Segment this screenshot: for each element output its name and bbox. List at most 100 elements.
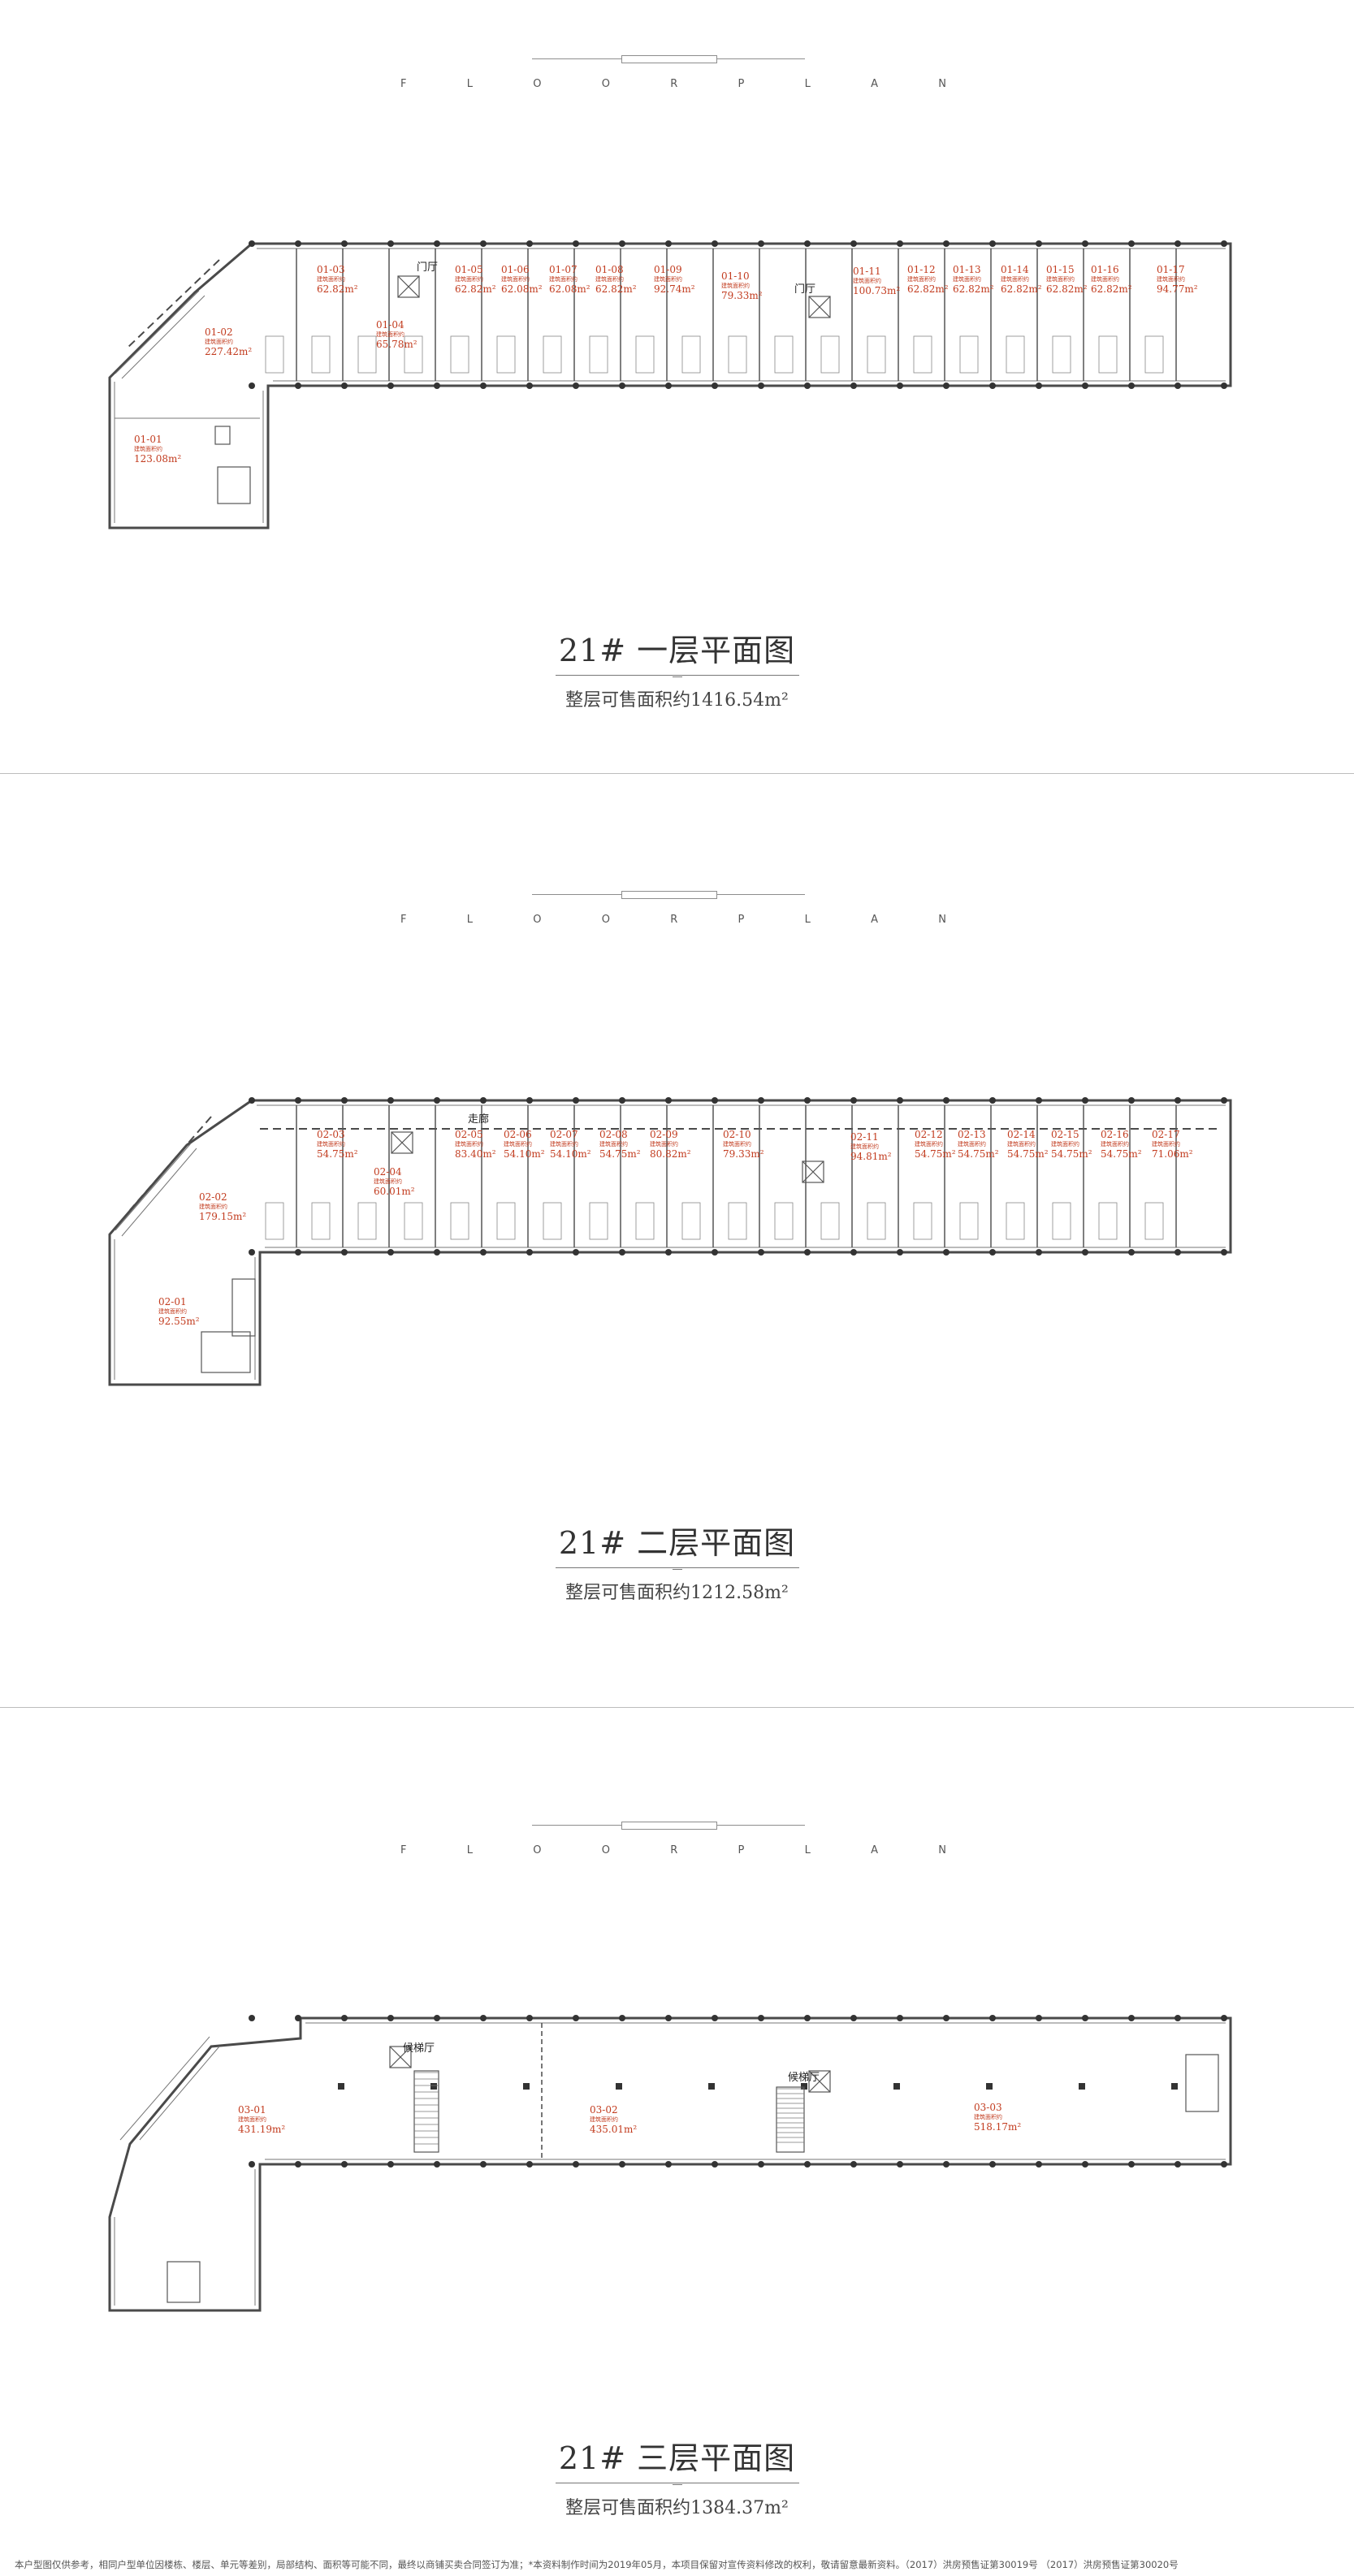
column-marker (1082, 2015, 1088, 2021)
stair-symbol (1006, 335, 1025, 374)
column-marker (804, 1249, 811, 1256)
caption-rule (555, 675, 799, 677)
stair-symbol (589, 1202, 608, 1240)
column-marker (1221, 240, 1227, 247)
column-marker (480, 240, 487, 247)
stair-symbol (1098, 1202, 1118, 1240)
column-marker (989, 2161, 996, 2168)
column-marker (897, 240, 903, 247)
column-marker (619, 383, 625, 389)
column-marker (619, 240, 625, 247)
header-letter: L (466, 1844, 473, 1856)
stair-symbol (728, 335, 747, 374)
column-marker (1174, 383, 1181, 389)
column-marker (1082, 383, 1088, 389)
column-marker (526, 2161, 533, 2168)
column-marker (295, 383, 301, 389)
stair-symbol (450, 1202, 469, 1240)
column-marker (1036, 383, 1042, 389)
stair-symbol (543, 335, 562, 374)
stair-symbol (404, 1202, 423, 1240)
header-letter: L (466, 78, 473, 90)
column-marker (1079, 2083, 1085, 2090)
header-letter: O (533, 914, 542, 926)
column-marker (989, 1249, 996, 1256)
floor-3-subtitle: 整层可售面积约1384.37m² (565, 2498, 789, 2518)
stair-symbol (820, 1202, 840, 1240)
column-marker (712, 1249, 718, 1256)
column-marker (480, 1097, 487, 1104)
column-marker (526, 240, 533, 247)
header-letter: L (804, 914, 811, 926)
column-marker (1128, 1097, 1135, 1104)
column-marker (341, 2161, 348, 2168)
column-marker (897, 383, 903, 389)
floor-3-title: 21# 三层平面图 (558, 2440, 796, 2476)
column-marker (341, 1097, 348, 1104)
header-letter: O (601, 78, 610, 90)
column-marker (526, 1249, 533, 1256)
column-marker (434, 2161, 440, 2168)
stair-symbol (1144, 335, 1164, 374)
column-marker (526, 2015, 533, 2021)
column-marker (665, 240, 672, 247)
column-marker (665, 1249, 672, 1256)
column-marker (801, 2083, 807, 2090)
column-marker (341, 1249, 348, 1256)
column-marker (850, 240, 857, 247)
floor-1-walls (108, 240, 1232, 529)
stair-symbol (635, 335, 655, 374)
floor-3-walls (108, 2015, 1232, 2312)
column-marker (387, 240, 394, 247)
header-letter: N (938, 914, 946, 926)
column-marker (1221, 383, 1227, 389)
section-divider (0, 773, 1354, 774)
column-marker (1082, 1249, 1088, 1256)
column-marker (338, 2083, 344, 2090)
header-letter: L (804, 1844, 811, 1856)
floor-1-subtitle: 整层可售面积约1416.54m² (565, 690, 789, 711)
floor-3-plan (97, 2014, 1251, 2323)
stair-symbol (311, 1202, 331, 1240)
column-marker (480, 383, 487, 389)
column-marker (295, 1249, 301, 1256)
header-ornament (532, 891, 805, 899)
column-marker (850, 383, 857, 389)
floor-1-title: 21# 一层平面图 (558, 633, 796, 668)
stair-symbol (681, 1202, 701, 1240)
column-marker (341, 383, 348, 389)
column-marker (897, 2161, 903, 2168)
column-marker (1036, 1097, 1042, 1104)
column-marker (387, 383, 394, 389)
floor-2-walls (108, 1097, 1232, 1386)
column-marker (1221, 2161, 1227, 2168)
stair-symbol (959, 1202, 979, 1240)
column-marker (1221, 1097, 1227, 1104)
disclaimer-text: 本户型图仅供参考，相同户型单位因楼栋、楼层、单元等差别，局部结构、面积等可能不同… (15, 2559, 1179, 2570)
stair-symbol (357, 1202, 377, 1240)
column-marker (619, 1249, 625, 1256)
stair-symbol (681, 335, 701, 374)
stair-symbol (774, 1202, 794, 1240)
header-letter: L (804, 78, 811, 90)
column-marker (1036, 2015, 1042, 2021)
column-marker (295, 240, 301, 247)
column-marker (1082, 1097, 1088, 1104)
column-marker (1221, 1249, 1227, 1256)
column-marker (1036, 2161, 1042, 2168)
